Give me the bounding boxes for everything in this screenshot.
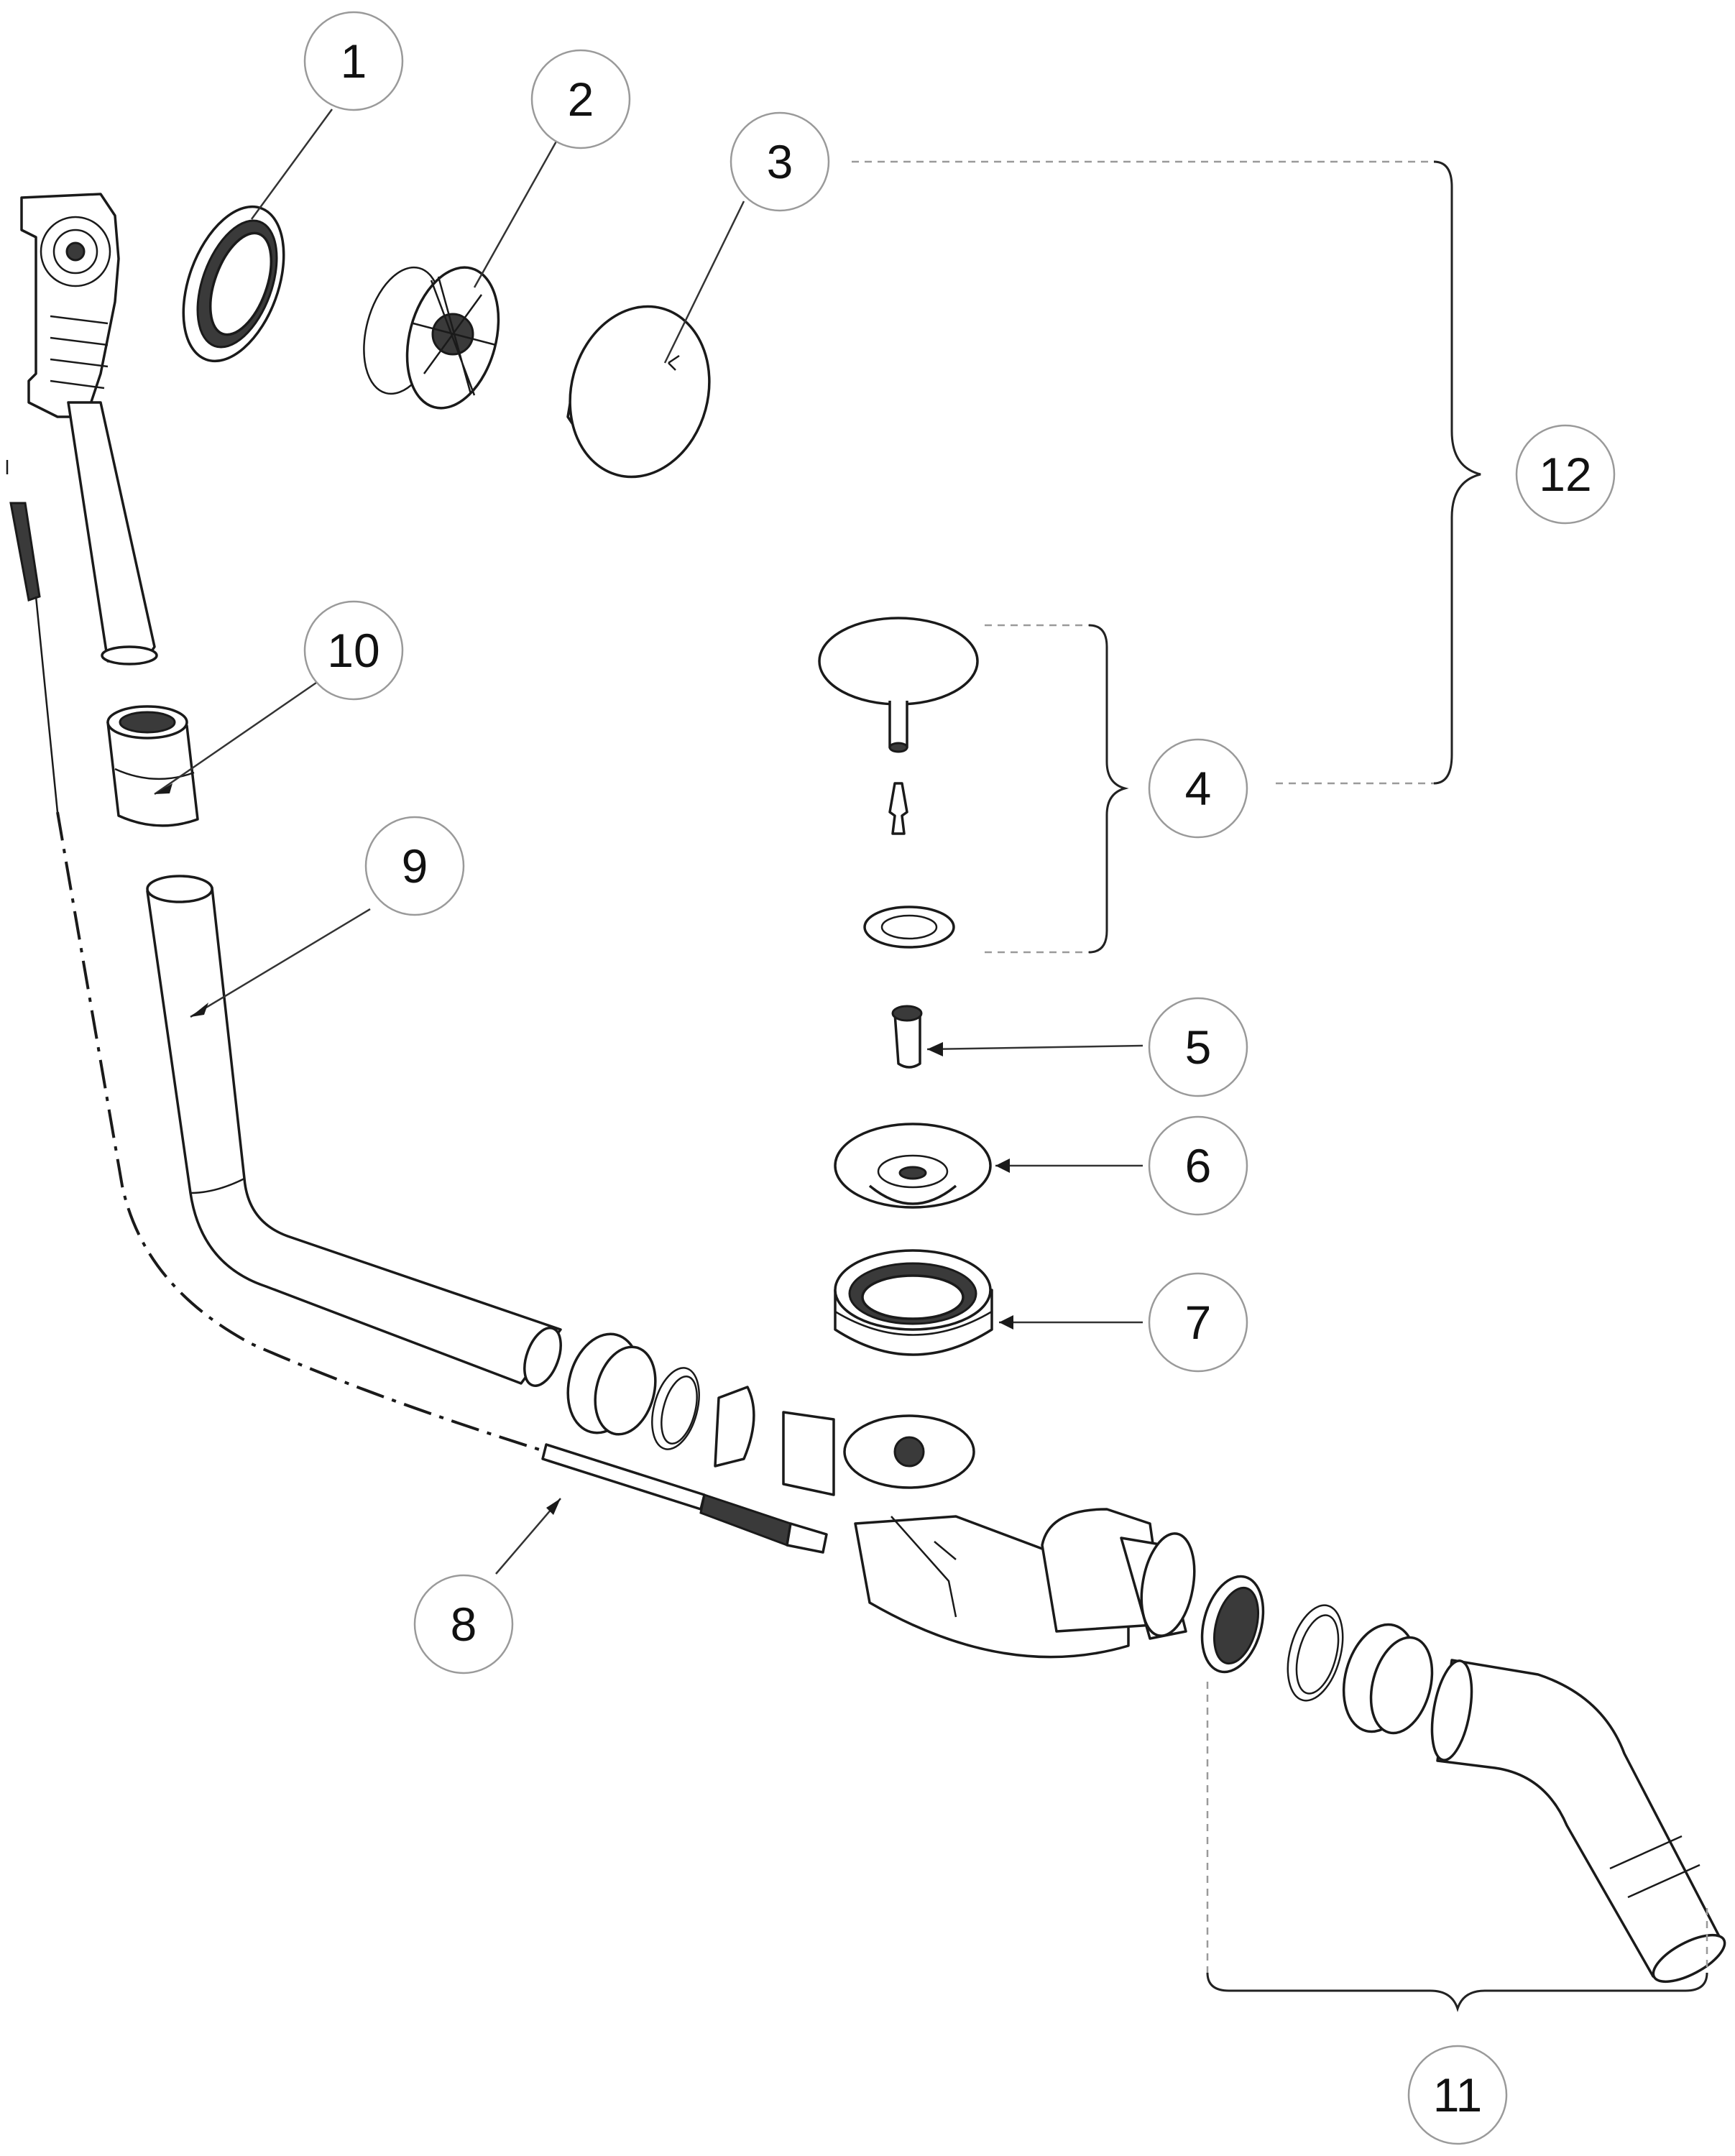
callout-label-7: 7 [1185, 1296, 1212, 1349]
callout-label-11: 11 [1433, 2068, 1483, 2122]
callout-8: 8 [413, 1574, 514, 1674]
leader-lines [154, 109, 1143, 1575]
union-right-parts [1200, 1575, 1434, 1735]
waste-valve-body [782, 1411, 1196, 1659]
callout-12: 12 [1515, 424, 1616, 525]
callout-label-3: 3 [767, 135, 793, 188]
callout-9: 9 [364, 816, 465, 916]
callout-label-4: 4 [1185, 762, 1212, 815]
group-brackets [852, 160, 1708, 2012]
callout-1: 1 [303, 11, 404, 111]
part-8-bowden-cable [6, 460, 828, 1554]
part-5-sleeve [891, 1005, 923, 1069]
callout-label-1: 1 [341, 34, 367, 88]
callout-label-12: 12 [1539, 448, 1591, 501]
part-7-seal [834, 1249, 993, 1356]
callout-label-8: 8 [451, 1598, 477, 1651]
callout-5: 5 [1148, 997, 1248, 1097]
callout-label-5: 5 [1185, 1021, 1212, 1074]
callout-7: 7 [1148, 1272, 1248, 1373]
callout-label-6: 6 [1185, 1139, 1212, 1192]
callout-6: 6 [1148, 1115, 1248, 1216]
callout-11: 11 [1407, 2045, 1508, 2145]
part-11-bend-pipe [1430, 1659, 1726, 1984]
part-1-gasket [182, 205, 285, 363]
callout-10: 10 [303, 600, 404, 701]
callout-3: 3 [730, 111, 830, 212]
part-6-drain-flange [834, 1123, 992, 1209]
callout-label-10: 10 [327, 624, 379, 677]
part-10-sleeve [106, 705, 199, 827]
union-nut-left [566, 1332, 755, 1468]
callout-2: 2 [530, 49, 631, 149]
part-3-cover-cap [566, 305, 711, 479]
part-2-rosette [363, 266, 500, 410]
callout-4: 4 [1148, 738, 1248, 839]
overflow-housing [20, 193, 158, 665]
part-9-pipe [146, 875, 562, 1387]
callout-label-2: 2 [568, 73, 594, 126]
part-4-plug-set [818, 617, 979, 949]
callout-label-9: 9 [402, 839, 428, 893]
